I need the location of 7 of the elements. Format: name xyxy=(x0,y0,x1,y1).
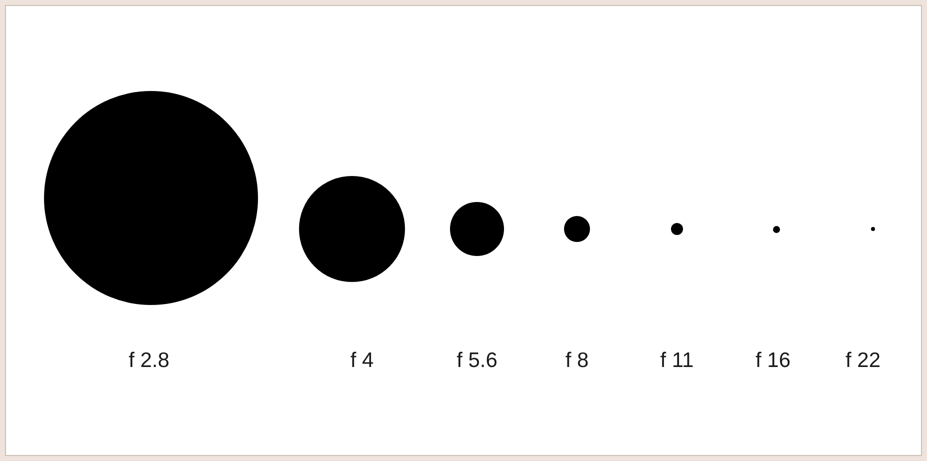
f-stop-label: f 4 xyxy=(350,349,374,373)
f-stop-label: f 11 xyxy=(660,349,694,373)
f-stop-label: f 5.6 xyxy=(456,349,498,373)
f-stop-label: f 8 xyxy=(565,349,589,373)
f-stop-label: f 2.8 xyxy=(128,349,170,373)
f-stop-label: f 22 xyxy=(845,349,881,373)
f-stop-label: f 16 xyxy=(755,349,791,373)
